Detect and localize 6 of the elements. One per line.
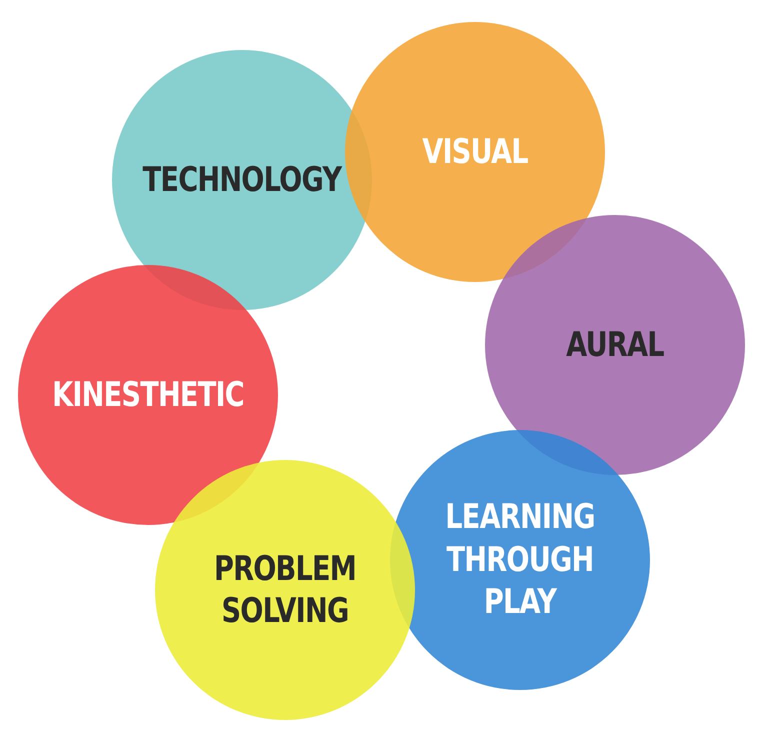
circle-label: TECHNOLOGY: [142, 158, 344, 202]
circle-label: LEARNING THROUGH PLAY: [444, 496, 596, 624]
circle-label: PROBLEM SOLVING: [212, 548, 358, 632]
circle-label: AURAL: [565, 324, 665, 366]
circle-label: VISUAL: [421, 130, 529, 174]
circle-label: KINESTHETIC: [51, 374, 245, 416]
